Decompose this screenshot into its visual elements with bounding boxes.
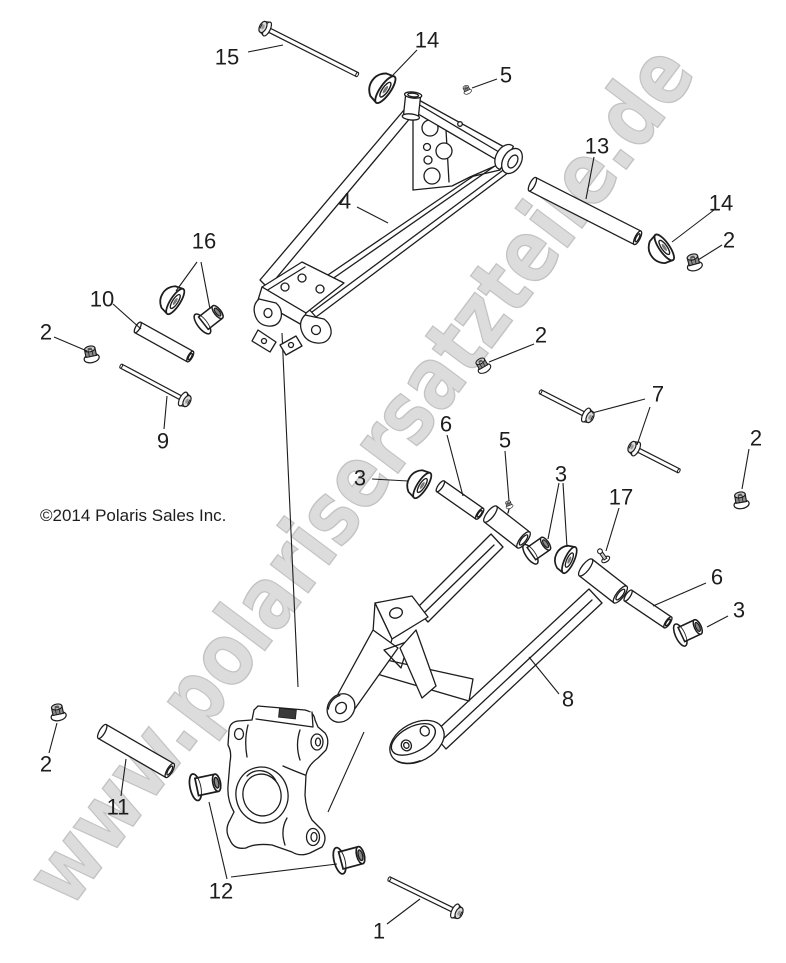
part-3-cup-b xyxy=(549,540,581,576)
callout-5-2: 5 xyxy=(500,63,512,88)
callout-2-9: 2 xyxy=(40,320,52,345)
callout-14-1: 14 xyxy=(415,28,439,53)
callout-6-20: 6 xyxy=(711,565,723,590)
leader-line-6-14 xyxy=(446,434,464,497)
leader-line-5-15 xyxy=(504,450,510,502)
part-2-nut-d xyxy=(731,490,751,511)
leader-line-2-9 xyxy=(53,336,88,352)
callout-6-14: 6 xyxy=(440,412,452,437)
leader-line-7-12 xyxy=(636,406,651,446)
leader-line-2-13 xyxy=(741,448,750,490)
callout-17-18: 17 xyxy=(609,485,633,510)
part-6-spacer-b xyxy=(623,589,673,629)
callout-2-19: 2 xyxy=(40,752,52,777)
callout-4-4: 4 xyxy=(339,189,351,214)
part-17-grease-fitting xyxy=(597,548,611,564)
callout-14-5: 14 xyxy=(709,191,733,216)
assembly-lines xyxy=(281,332,365,813)
leader-line-14-1 xyxy=(392,49,418,76)
callout-5-15: 5 xyxy=(499,428,511,453)
leader-line-3-16 xyxy=(371,478,409,482)
part-13-pivot-tube xyxy=(527,176,643,246)
part-14-cup-bushing-top xyxy=(362,66,400,107)
leader-line-3-21 xyxy=(706,615,729,628)
part-2-nut-a xyxy=(683,251,704,274)
carrier-bracket xyxy=(326,595,474,723)
callout-1-25: 1 xyxy=(373,919,385,944)
part-2-nut-e xyxy=(48,701,68,723)
leader-line-13-3 xyxy=(585,156,595,200)
callout-16-7: 16 xyxy=(192,229,216,254)
part-15-pivot-bolt xyxy=(255,18,360,78)
callout-2-10: 2 xyxy=(535,323,547,348)
leader-line-2-10 xyxy=(488,343,535,363)
part-8-lower-radius-rod xyxy=(389,558,629,765)
leader-line-4-4 xyxy=(356,206,389,224)
part-7-bolt-a xyxy=(538,389,598,426)
part-knuckle xyxy=(226,705,329,856)
callout-3-17: 3 xyxy=(555,462,567,487)
callout-10-8: 10 xyxy=(90,287,114,312)
upper-radius-rod xyxy=(415,505,531,623)
part-1-bolt xyxy=(387,876,467,922)
part-4-a-arm xyxy=(251,91,523,356)
callout-11-23: 11 xyxy=(107,795,130,820)
part-11-spacer-tube xyxy=(96,723,176,779)
leader-line-3-17 xyxy=(547,482,560,540)
part-16-cap xyxy=(153,280,189,318)
part-2-nut-b xyxy=(81,343,101,365)
leader-line-5-2 xyxy=(471,78,498,89)
copyright-text: ©2014 Polaris Sales Inc. xyxy=(40,506,226,525)
callout-2-6: 2 xyxy=(723,228,735,253)
callout-13-3: 13 xyxy=(585,134,609,159)
part-12-bushing-b xyxy=(329,840,369,877)
leader-line-2-19 xyxy=(48,722,58,754)
assembly-line-0 xyxy=(281,332,299,688)
callout-9-11: 9 xyxy=(157,429,169,454)
part-12-bushing-a xyxy=(186,767,224,803)
part-5-screw-mid xyxy=(503,499,514,514)
part-14-cup-bushing-right xyxy=(641,230,679,270)
part-9-bolt xyxy=(119,363,195,411)
leader-line-11-23 xyxy=(120,758,127,797)
leader-line-12-24 xyxy=(208,801,228,880)
leader-line-6-20 xyxy=(652,582,707,607)
leader-line-2-6 xyxy=(697,244,723,261)
leader-line-8-22 xyxy=(528,656,560,695)
leader-line-16-7 xyxy=(200,261,211,310)
leader-line-17-18 xyxy=(605,507,620,552)
part-7-bolt-b xyxy=(624,438,681,474)
callout-2-13: 2 xyxy=(750,426,762,451)
callout-7-12: 7 xyxy=(652,382,664,407)
part-6-spacer-a xyxy=(435,480,485,520)
leader-line-10-8 xyxy=(112,303,142,330)
leader-line-14-5 xyxy=(671,209,715,243)
callout-8-22: 8 xyxy=(562,687,574,712)
leader-line-3-17 xyxy=(562,482,568,548)
leader-line-16-7 xyxy=(175,261,198,292)
leader-line-9-11 xyxy=(163,395,168,430)
assembly-line-1 xyxy=(327,731,365,813)
leader-line-15-0 xyxy=(247,44,284,53)
callout-12-24: 12 xyxy=(209,879,233,904)
leader-lines xyxy=(48,44,750,925)
leader-line-12-24 xyxy=(230,863,338,878)
part-10-spacer-tube xyxy=(133,321,195,363)
callout-3-21: 3 xyxy=(733,598,745,623)
leader-line-1-25 xyxy=(386,898,421,925)
callout-3-16: 3 xyxy=(354,466,366,491)
part-5-nut-top xyxy=(461,83,473,96)
callout-15-0: 15 xyxy=(215,45,239,70)
part-3-bushing-c xyxy=(670,613,707,649)
leader-line-7-12 xyxy=(591,398,646,414)
